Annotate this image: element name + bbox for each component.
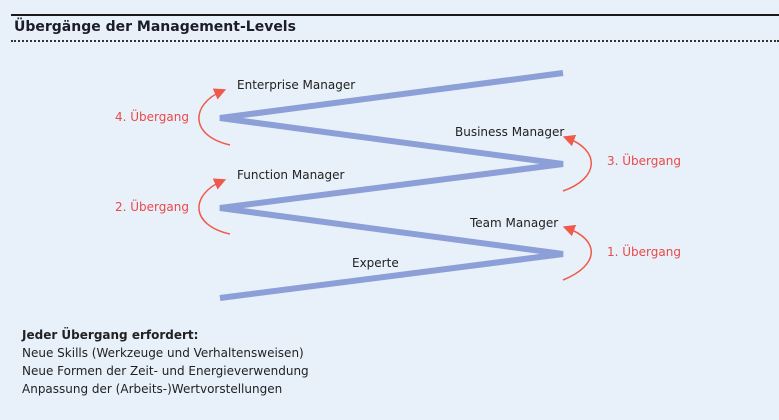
notes-item: Anpassung der (Arbeits-)Wertvorstellunge… — [22, 382, 283, 396]
transition-label: 3. Übergang — [607, 154, 681, 168]
top-rule — [11, 14, 779, 16]
level-label: Experte — [352, 256, 399, 270]
level-label: Team Manager — [470, 216, 559, 230]
transition-arrow-3 — [562, 134, 592, 192]
transition-label: 2. Übergang — [115, 200, 189, 214]
diagram-title: Übergänge der Management-Levels — [14, 19, 296, 35]
level-label: Function Manager — [237, 168, 345, 182]
level-label: Enterprise Manager — [237, 78, 356, 92]
transition-arrow-1 — [562, 224, 592, 281]
transition-label: 4. Übergang — [115, 110, 189, 124]
transition-arrow-4 — [198, 88, 231, 146]
transition-label: 1. Übergang — [607, 245, 681, 259]
requirements-notes: Jeder Übergang erfordert: Neue Skills (W… — [22, 326, 309, 398]
career-path-line — [219, 70, 564, 301]
transition-arrow-2 — [198, 178, 231, 235]
level-label: Business Manager — [455, 125, 565, 139]
notes-heading: Jeder Übergang erfordert: — [22, 328, 199, 342]
notes-item: Neue Skills (Werkzeuge und Verhaltenswei… — [22, 346, 304, 360]
dotted-divider — [11, 40, 779, 42]
notes-item: Neue Formen der Zeit- und Energieverwend… — [22, 364, 309, 378]
